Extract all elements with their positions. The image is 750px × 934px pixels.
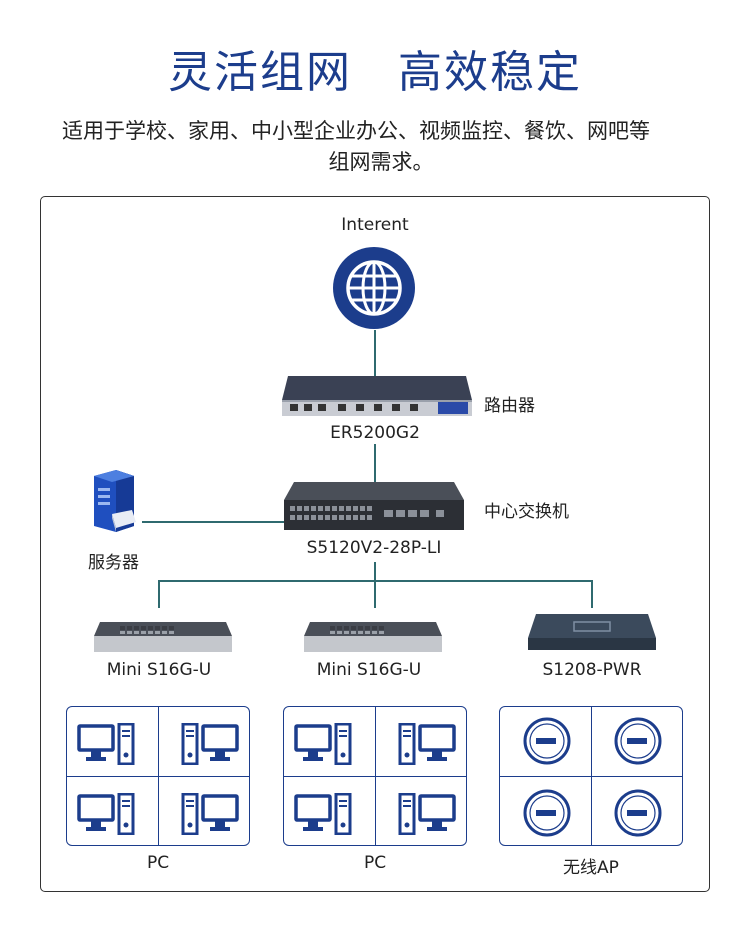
pc-icon [294, 793, 352, 835]
link-server-core [142, 521, 284, 523]
pc-group-2-box [283, 706, 467, 846]
pc-group-1-box [66, 706, 250, 846]
access-point-icon [523, 717, 571, 765]
access-switch-2-model-label: Mini S16G-U [316, 660, 422, 680]
pc-icon [181, 793, 239, 835]
network-diagram-frame [40, 196, 710, 892]
pc-group-1-label: PC [146, 853, 170, 873]
core-switch-model-label: S5120V2-28P-LI [306, 538, 442, 558]
link-internet-router [374, 330, 376, 376]
access-switch-3-device [528, 614, 656, 650]
pc-icon [181, 723, 239, 765]
router-model-label: ER5200G2 [330, 423, 420, 443]
globe-icon [332, 246, 416, 330]
pc-icon [294, 723, 352, 765]
page-subtitle: 适用于学校、家用、中小型企业办公、视频监控、餐饮、网吧等 组网需求。 [62, 116, 712, 178]
server-icon [86, 470, 138, 536]
access-point-icon [614, 789, 662, 837]
link-core-trunk [374, 562, 376, 580]
pc-icon [77, 793, 135, 835]
pc-icon [77, 723, 135, 765]
pc-group-2-label: PC [363, 853, 387, 873]
server-label: 服务器 [88, 553, 139, 573]
link-access-2 [374, 580, 376, 608]
pc-icon [398, 723, 456, 765]
access-switch-2-device [304, 622, 442, 652]
pc-icon [398, 793, 456, 835]
link-access-3 [591, 580, 593, 608]
access-point-icon [523, 789, 571, 837]
access-switch-3-model-label: S1208-PWR [542, 660, 642, 680]
core-switch-device [284, 482, 464, 532]
internet-label: Interent [341, 215, 409, 235]
access-point-icon [614, 717, 662, 765]
router-device [282, 376, 472, 418]
access-switch-1-device [94, 622, 232, 652]
link-router-core [374, 444, 376, 482]
router-role-label: 路由器 [484, 396, 535, 416]
core-switch-role-label: 中心交换机 [484, 502, 569, 522]
ap-group-box [499, 706, 683, 846]
subtitle-line-1: 适用于学校、家用、中小型企业办公、视频监控、餐饮、网吧等 [62, 119, 650, 143]
page-title: 灵活组网 高效稳定 [168, 47, 582, 98]
subtitle-line-2: 组网需求。 [328, 150, 434, 174]
ap-group-label: 无线AP [563, 858, 619, 878]
access-switch-1-model-label: Mini S16G-U [106, 660, 212, 680]
link-access-1 [158, 580, 160, 608]
